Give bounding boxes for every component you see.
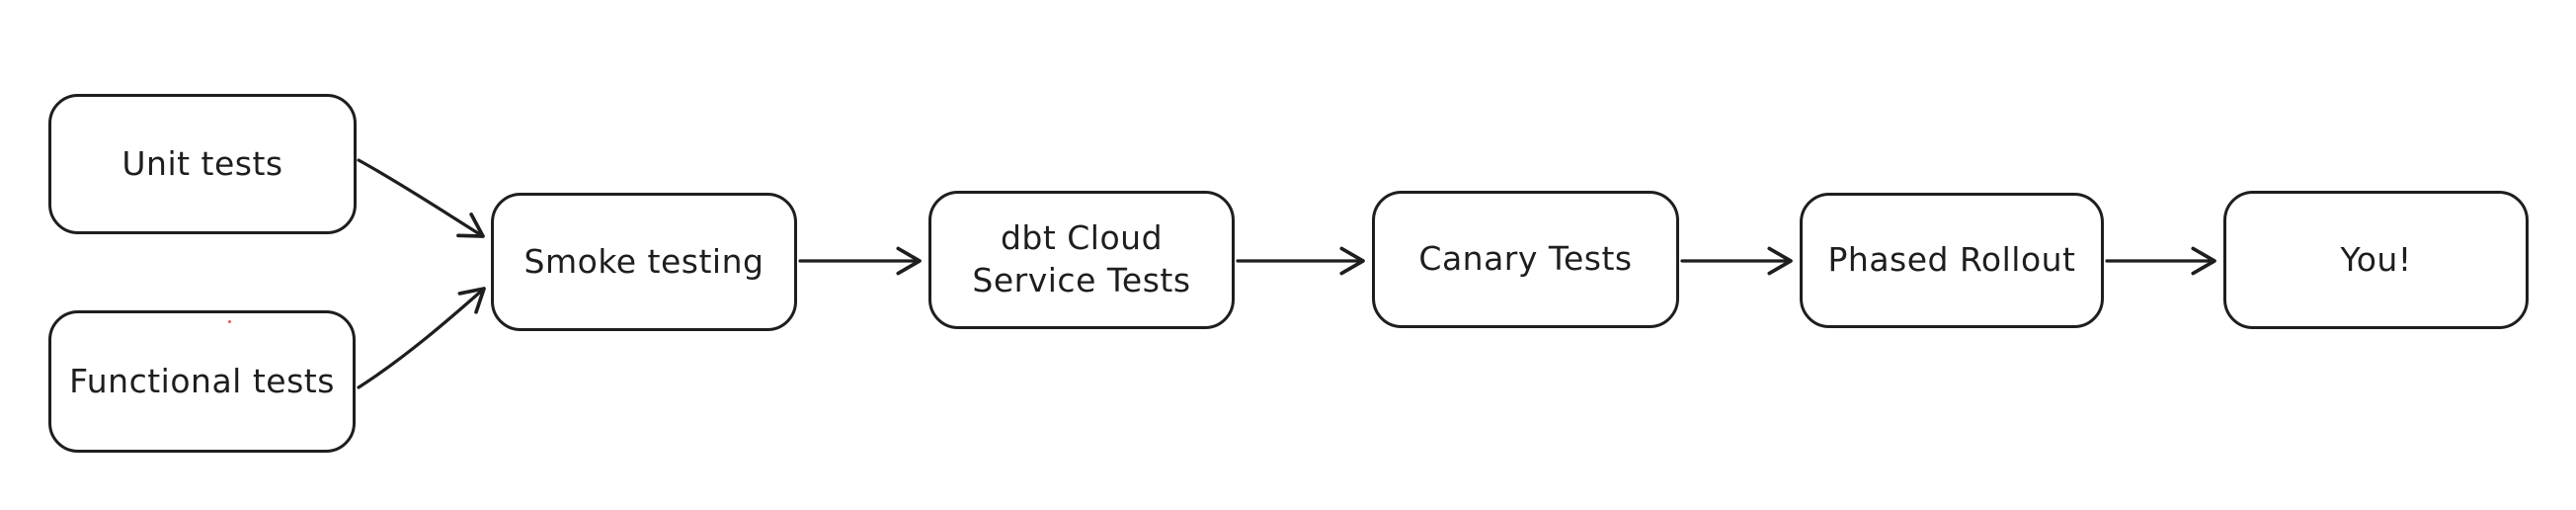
node-unit-tests: Unit tests (48, 94, 357, 234)
node-canary-tests: Canary Tests (1372, 191, 1679, 328)
red-dot-artifact (228, 320, 231, 323)
node-unit-tests-label: Unit tests (121, 143, 283, 183)
node-you: You! (2223, 191, 2529, 329)
node-functional-tests: Functional tests (48, 310, 356, 453)
node-dbt-cloud-service-tests-label: dbt Cloud Service Tests (972, 218, 1191, 299)
node-smoke-testing: Smoke testing (491, 193, 797, 331)
node-smoke-testing-label: Smoke testing (523, 241, 765, 281)
node-dbt-cloud-service-tests: dbt Cloud Service Tests (928, 191, 1235, 329)
node-phased-rollout: Phased Rollout (1800, 193, 2104, 328)
node-you-label: You! (2340, 239, 2412, 279)
node-canary-tests-label: Canary Tests (1418, 239, 1633, 279)
edge-functional-tests-to-smoke-testing (357, 287, 486, 389)
edge-unit-tests-to-smoke-testing (357, 158, 485, 238)
node-functional-tests-label: Functional tests (69, 361, 335, 400)
node-phased-rollout-label: Phased Rollout (1827, 240, 2076, 280)
